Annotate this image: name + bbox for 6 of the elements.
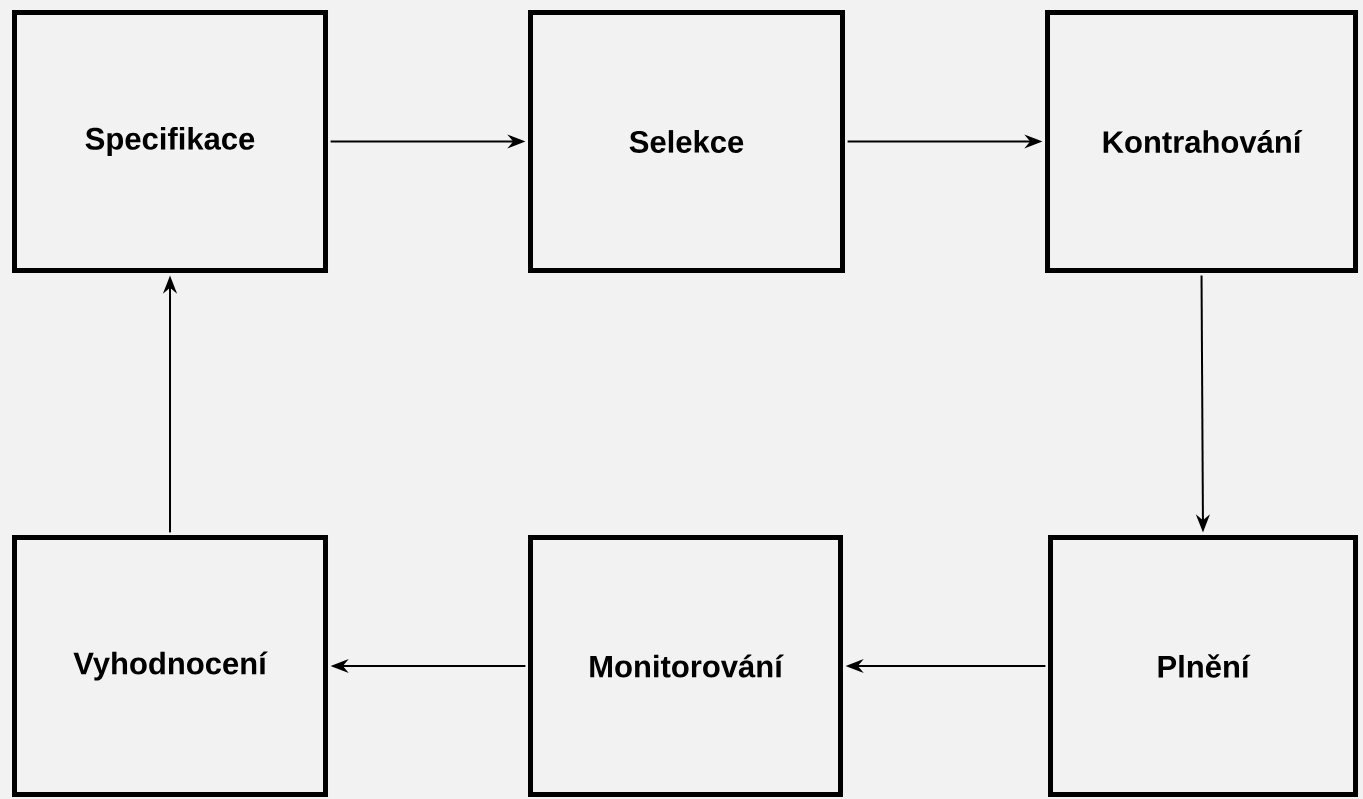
process-box: Monitorování bbox=[528, 535, 843, 797]
process-box: Kontrahování bbox=[1045, 10, 1358, 273]
process-box: Specifikace bbox=[12, 10, 328, 273]
process-box: Plnění bbox=[1048, 535, 1358, 797]
process-box: Selekce bbox=[528, 10, 845, 273]
process-box: Vyhodnocení bbox=[12, 535, 328, 797]
